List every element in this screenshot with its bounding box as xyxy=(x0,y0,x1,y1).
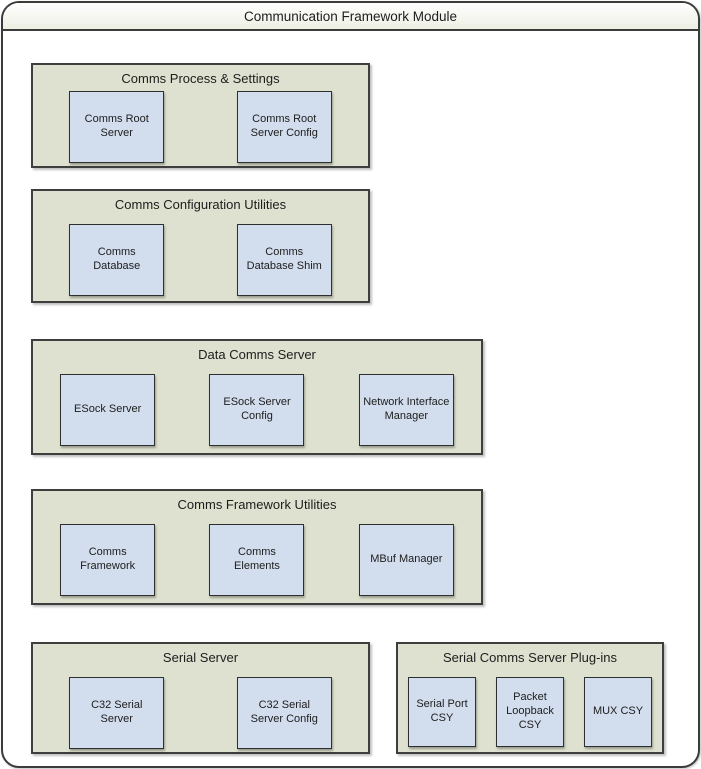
box-comms-database: Comms Database xyxy=(69,224,165,296)
box-label: Comms Framework xyxy=(80,546,136,572)
box-label: MBuf Manager xyxy=(370,553,443,566)
box-mbuf-manager: MBuf Manager xyxy=(358,524,454,596)
box-serial-port-csy: Serial Port CSY xyxy=(408,677,476,747)
box-esock-server-config: ESock Server Config xyxy=(209,374,305,446)
box-comms-elements: Comms Elements xyxy=(209,524,305,596)
group-title: Serial Server xyxy=(162,650,239,665)
group-box-row: Serial Port CSY Packet Loopback CSY MUX … xyxy=(398,677,662,747)
box-label: Comms Root Server xyxy=(84,113,149,139)
group-title: Comms Process & Settings xyxy=(121,71,280,86)
box-label: Comms Database Shim xyxy=(246,246,322,272)
box-label: Network Interface Manager xyxy=(363,396,450,422)
box-comms-root-server-config: Comms Root Server Config xyxy=(236,91,332,163)
group-comms-configuration-utilities: Comms Configuration Utilities Comms Data… xyxy=(31,189,370,303)
box-label: Comms Root Server Config xyxy=(250,113,318,139)
box-label: Serial Port CSY xyxy=(416,698,468,724)
box-label: C32 Serial Server xyxy=(91,699,143,725)
group-box-row: Comms Root Server Comms Root Server Conf… xyxy=(33,91,368,163)
box-label: Comms Database xyxy=(93,246,141,272)
box-label: Comms Elements xyxy=(234,546,280,572)
box-mux-csy: MUX CSY xyxy=(584,677,652,747)
group-box-row: C32 Serial Server C32 Serial Server Conf… xyxy=(33,677,368,749)
module-header: Communication Framework Module xyxy=(3,3,698,31)
group-data-comms-server: Data Comms Server ESock Server ESock Ser… xyxy=(31,339,483,455)
group-title: Serial Comms Server Plug-ins xyxy=(442,650,618,665)
box-label: Packet Loopback CSY xyxy=(506,691,554,731)
box-label: C32 Serial Server Config xyxy=(250,699,318,725)
box-comms-root-server: Comms Root Server xyxy=(69,91,165,163)
group-serial-server: Serial Server C32 Serial Server C32 Seri… xyxy=(31,642,370,754)
group-comms-framework-utilities: Comms Framework Utilities Comms Framewor… xyxy=(31,489,483,605)
group-comms-process-settings: Comms Process & Settings Comms Root Serv… xyxy=(31,63,370,168)
group-title: Comms Framework Utilities xyxy=(177,497,337,512)
box-network-interface-manager: Network Interface Manager xyxy=(358,374,454,446)
box-label: MUX CSY xyxy=(592,705,644,718)
box-esock-server: ESock Server xyxy=(60,374,156,446)
group-box-row: Comms Database Comms Database Shim xyxy=(33,224,368,296)
box-comms-framework: Comms Framework xyxy=(60,524,156,596)
group-serial-comms-server-plugins: Serial Comms Server Plug-ins Serial Port… xyxy=(396,642,664,754)
box-label: ESock Server Config xyxy=(223,396,291,422)
box-c32-serial-server: C32 Serial Server xyxy=(69,677,165,749)
group-box-row: Comms Framework Comms Elements MBuf Mana… xyxy=(33,524,481,596)
group-box-row: ESock Server ESock Server Config Network… xyxy=(33,374,481,446)
box-packet-loopback-csy: Packet Loopback CSY xyxy=(496,677,564,747)
module-title: Communication Framework Module xyxy=(243,8,458,24)
group-title: Comms Configuration Utilities xyxy=(114,197,287,212)
group-title: Data Comms Server xyxy=(198,347,316,362)
box-label: ESock Server xyxy=(74,403,142,416)
box-c32-serial-server-config: C32 Serial Server Config xyxy=(236,677,332,749)
box-comms-database-shim: Comms Database Shim xyxy=(236,224,332,296)
